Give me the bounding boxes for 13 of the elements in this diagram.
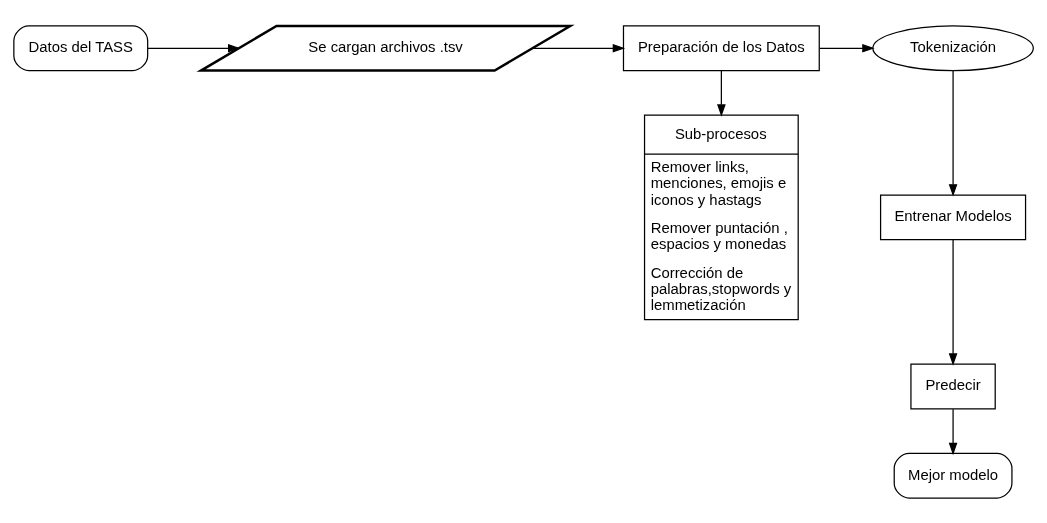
- node-box: Mejor modelo: [893, 452, 1013, 499]
- node-box: Preparación de los Datos: [622, 24, 820, 71]
- node-ellipse: Tokenización: [872, 24, 1034, 71]
- arrow: [818, 43, 875, 53]
- arrow: [948, 69, 958, 197]
- node-box: Datos del TASS: [13, 24, 149, 71]
- arrow: [948, 238, 958, 366]
- arrow: [717, 69, 726, 117]
- arrow: [531, 43, 626, 53]
- node-box: Entrenar Modelos: [879, 193, 1027, 240]
- arrow: [147, 43, 241, 53]
- arrow: [948, 408, 958, 455]
- node-box: Predecir: [910, 363, 996, 409]
